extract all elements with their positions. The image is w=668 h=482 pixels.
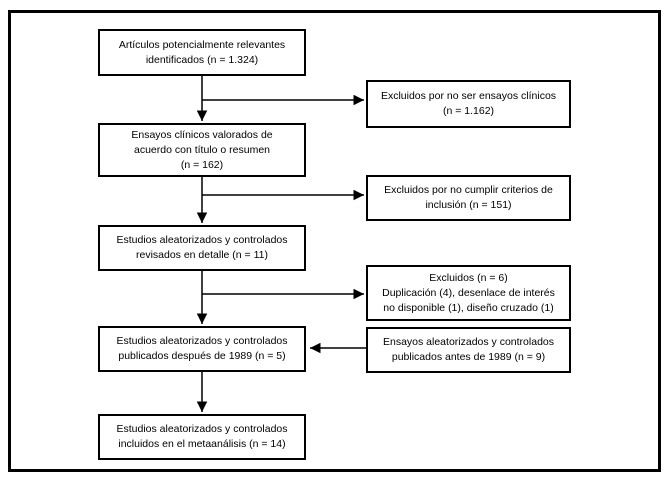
box-studies-reviewed-detail: Estudios aleatorizados y controlados rev…: [98, 225, 306, 271]
box-articles-identified: Artículos potencialmente relevantes iden…: [98, 29, 306, 76]
box-studies-included-metaanalysis: Estudios aleatorizados y controlados inc…: [98, 414, 306, 460]
box-excluded-not-clinical-trials: Excluidos por no ser ensayos clínicos (n…: [366, 80, 571, 128]
box-excluded-other-reasons: Excluidos (n = 6) Duplicación (4), desen…: [366, 265, 571, 321]
diagram-border-frame: [8, 10, 661, 472]
box-studies-published-after-1989: Estudios aleatorizados y controlados pub…: [98, 326, 306, 372]
box-excluded-inclusion-criteria: Excluidos por no cumplir criterios de in…: [366, 175, 571, 221]
box-trials-assessed-title-abstract: Ensayos clínicos valorados de acuerdo co…: [98, 123, 306, 177]
box-trials-published-before-1989: Ensayos aleatorizados y controlados publ…: [366, 327, 571, 373]
